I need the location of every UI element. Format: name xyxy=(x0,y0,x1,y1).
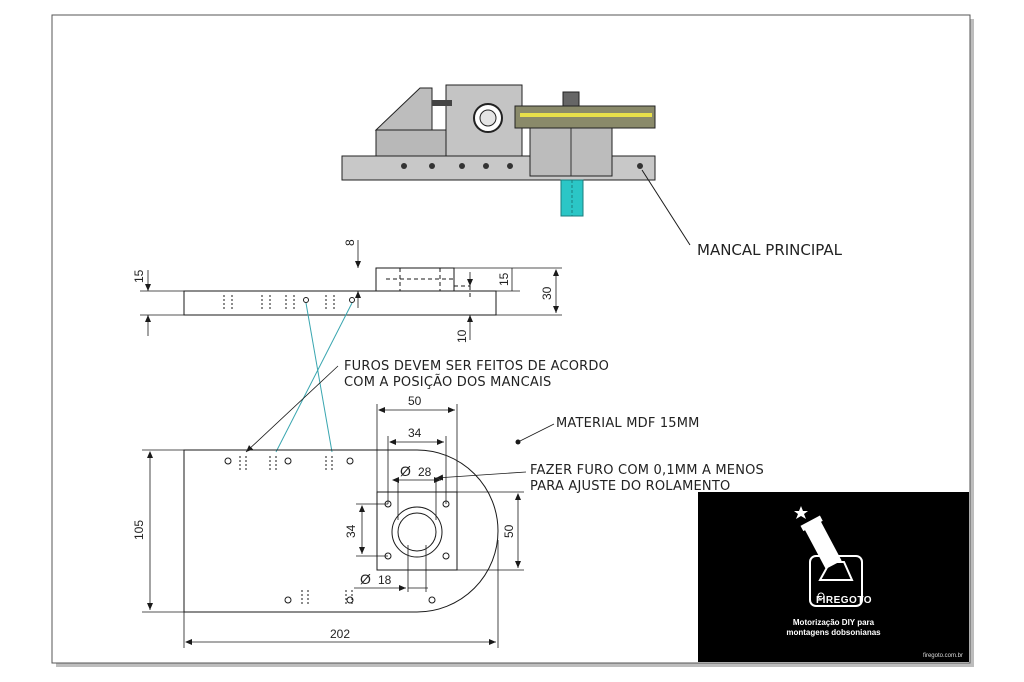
dim-15-right: 15 xyxy=(497,272,511,286)
dim-105: 105 xyxy=(132,520,146,540)
fazer-label-line2: PARA AJUSTE DO ROLAMENTO xyxy=(530,479,730,494)
dim-50-right: 50 xyxy=(502,524,516,538)
furos-label-line1: FUROS DEVEM SER FEITOS DE ACORDO xyxy=(344,359,609,374)
mancal-label: MANCAL PRINCIPAL xyxy=(697,241,843,259)
plan-view xyxy=(183,449,499,613)
dim-34-top: 34 xyxy=(408,426,422,440)
phi-symbol-28: Ø xyxy=(400,463,411,479)
side-view-dimensions xyxy=(140,240,562,340)
furos-label-line2: COM A POSIÇÃO DOS MANCAIS xyxy=(344,374,551,390)
dim-34-left: 34 xyxy=(344,524,358,538)
brand-url[interactable]: firegoto.com.br xyxy=(922,653,963,659)
brand-tagline-line2: montagens dobsonianas xyxy=(786,628,881,637)
brand-logo-text: FIREGOTO xyxy=(816,595,873,606)
plan-view-dimensions xyxy=(142,404,524,648)
telescope-logo xyxy=(794,506,863,607)
material-leader xyxy=(517,423,555,443)
dim-phi-18: 18 xyxy=(378,573,392,587)
furos-leader xyxy=(245,365,339,453)
dim-202: 202 xyxy=(330,627,350,641)
dim-8: 8 xyxy=(343,239,357,246)
material-dot xyxy=(515,439,521,445)
mount-assembly-render xyxy=(341,84,656,217)
dim-10: 10 xyxy=(455,329,469,343)
side-view xyxy=(183,267,497,316)
fazer-label-line1: FAZER FURO COM 0,1MM A MENOS xyxy=(530,463,764,478)
hole-leaders xyxy=(275,302,353,453)
dim-30: 30 xyxy=(540,286,554,300)
fazer-leader xyxy=(435,471,527,481)
mancal-leader xyxy=(641,169,691,246)
material-label: MATERIAL MDF 15MM xyxy=(556,416,700,431)
brand-tagline-line1: Motorização DIY para xyxy=(792,618,875,627)
dim-50-top: 50 xyxy=(408,394,422,408)
dim-phi-28: 28 xyxy=(418,465,432,479)
phi-symbol-18: Ø xyxy=(360,571,371,587)
dim-15-left: 15 xyxy=(132,269,146,283)
brand-panel: FIREGOTO Motorização DIY para montagens … xyxy=(698,492,969,662)
